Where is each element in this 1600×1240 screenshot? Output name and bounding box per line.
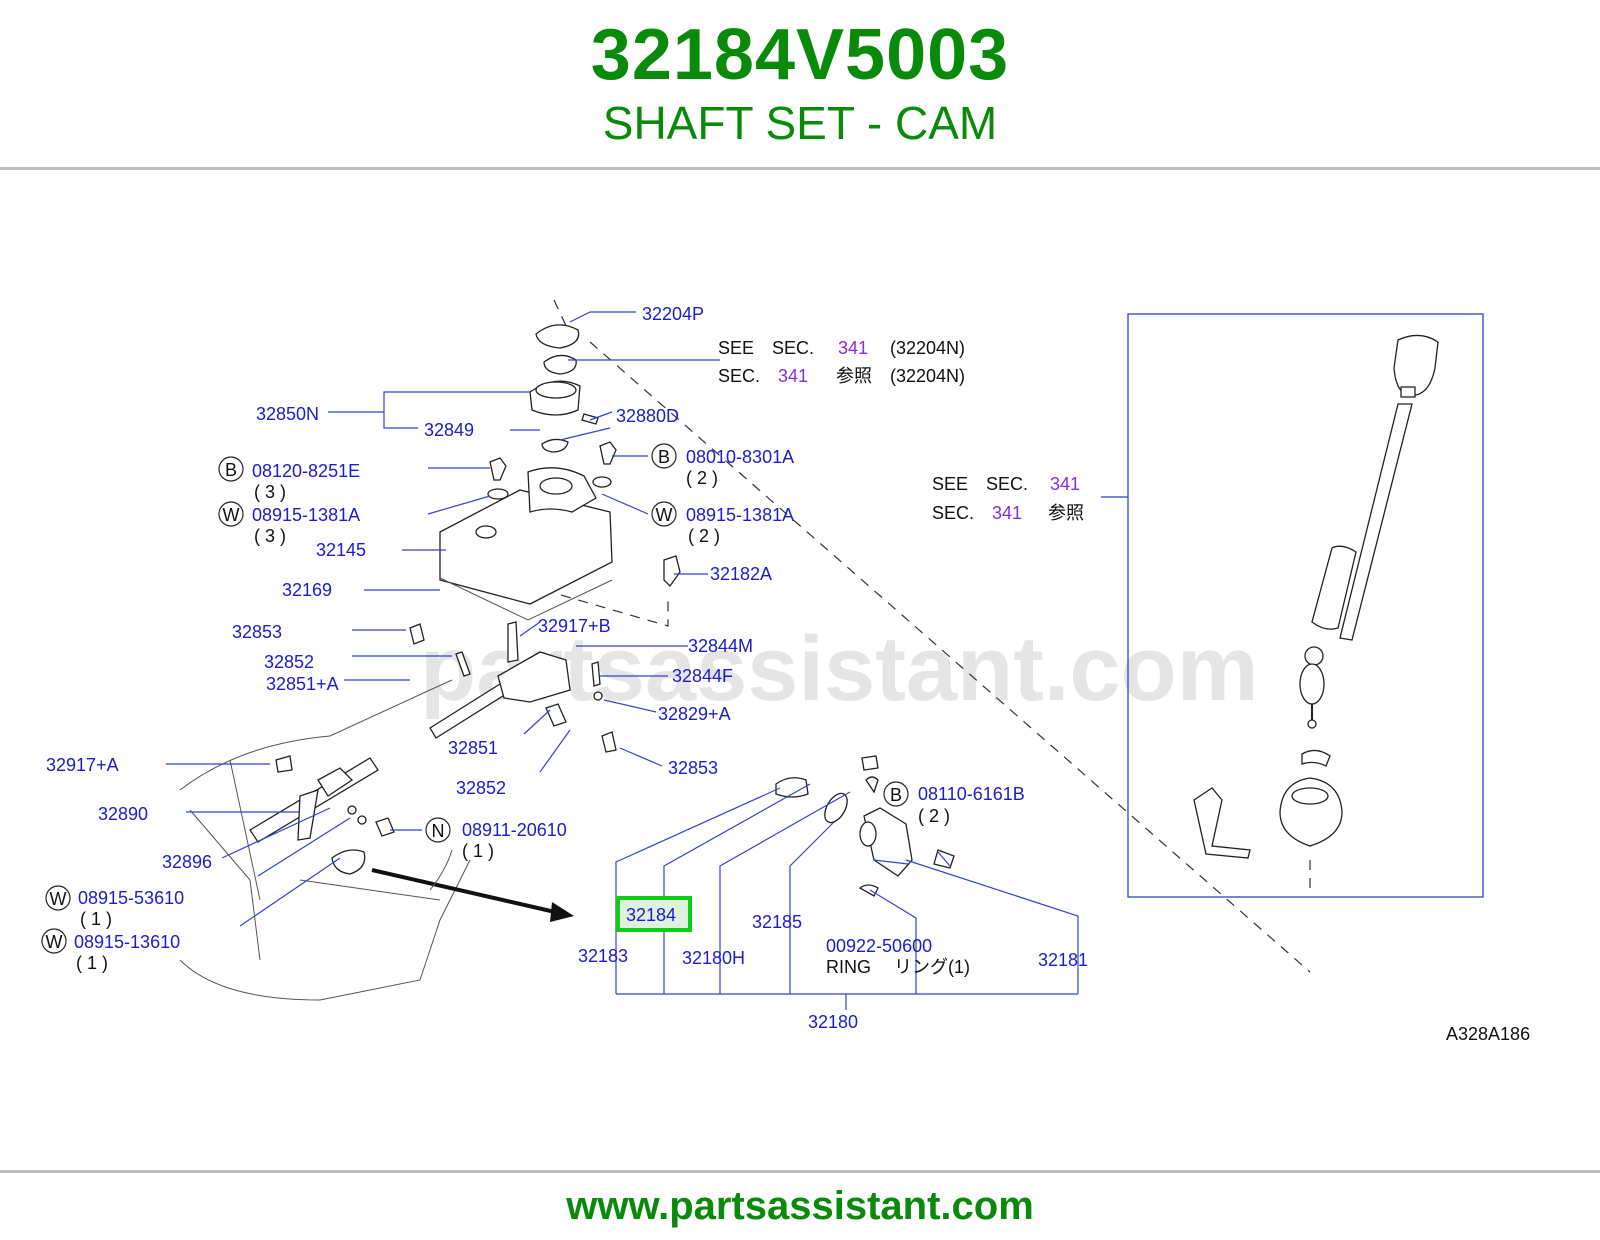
label-32145: 32145 [316, 540, 366, 560]
svg-text:SEC.: SEC. [986, 474, 1028, 494]
label-32853-top: 32853 [232, 622, 282, 642]
label-32917B: 32917+B [538, 616, 611, 636]
part-number-title: 32184V5003 [590, 15, 1010, 95]
qty-2c: ( 2 ) [918, 806, 950, 826]
label-32183: 32183 [578, 946, 628, 966]
label-08915-53610: 08915-53610 [78, 888, 184, 908]
badge-b-letter-3: B [890, 785, 902, 805]
label-ring-en: RING [826, 957, 871, 977]
badge-n-letter: N [432, 821, 445, 841]
label-leader-lines [166, 311, 1079, 1010]
label-32181: 32181 [1038, 950, 1088, 970]
svg-text:参照: 参照 [1048, 503, 1084, 523]
shift-lever-drawing [1193, 334, 1439, 859]
label-32890: 32890 [98, 804, 148, 824]
label-32829A: 32829+A [658, 704, 731, 724]
cam-shaft-set-parts [775, 755, 955, 897]
badge-w-circle-3 [45, 885, 71, 911]
badge-w-letter-4: W [46, 932, 63, 952]
label-32849: 32849 [424, 420, 474, 440]
label-32185: 32185 [752, 912, 802, 932]
pointer-arrow [371, 868, 556, 914]
qty-3b: ( 3 ) [254, 526, 286, 546]
label-08110-6161B: 08110-6161B [918, 784, 1025, 804]
badge-w-letter-3: W [50, 889, 67, 909]
shift-rail-linkage [249, 621, 617, 875]
label-32204P: 32204P [642, 304, 704, 324]
badge-b-circle-2 [651, 443, 677, 469]
arrow-leader [429, 849, 453, 891]
label-08010-8301A: 08010-8301A [686, 447, 794, 467]
footer-url[interactable]: www.partsassistant.com [566, 1184, 1034, 1228]
part-name-subtitle: SHAFT SET - CAM [602, 97, 998, 149]
see-section-right: SEE SEC. 341 SEC. 341 参照 [932, 474, 1084, 523]
svg-text:SEC.: SEC. [718, 366, 760, 386]
label-ring-qty: (1) [948, 957, 970, 977]
badge-w-circle-1 [218, 501, 244, 527]
badge-b-circle-1 [218, 456, 244, 482]
diagram-code: A328A186 [1446, 1024, 1530, 1044]
svg-text:参照: 参照 [836, 366, 872, 386]
badge-b-circle-3 [883, 781, 909, 807]
label-32880D: 32880D [616, 406, 679, 426]
badge-n-circle [425, 817, 451, 843]
label-32184-highlighted: 32184 [626, 905, 676, 925]
label-32850N: 32850N [256, 404, 319, 424]
badge-w-circle-2 [651, 501, 677, 527]
label-32851: 32851 [448, 738, 498, 758]
label-32180: 32180 [808, 1012, 858, 1032]
svg-text:341: 341 [838, 338, 868, 358]
label-08915-1381A-left: 08915-1381A [252, 505, 360, 525]
control-housing [439, 467, 681, 621]
label-32896: 32896 [162, 852, 212, 872]
label-08911-20610: 08911-20610 [462, 820, 567, 840]
qty-1b: ( 1 ) [80, 909, 112, 929]
label-ring-jp: リング [894, 957, 948, 977]
header-divider [0, 167, 1600, 170]
highlight-box-32184 [616, 896, 692, 932]
part-labels: 32204P 32850N 32849 32880D 08120-8251E (… [46, 304, 1530, 1044]
qty-2b: ( 2 ) [688, 526, 720, 546]
svg-text:SEE: SEE [932, 474, 968, 494]
transmission-outline [179, 679, 471, 1001]
svg-text:SEC.: SEC. [932, 503, 974, 523]
badge-w-circle-4 [41, 928, 67, 954]
label-32852-bottom: 32852 [456, 778, 506, 798]
svg-text:341: 341 [778, 366, 808, 386]
badge-b-letter-2: B [658, 447, 670, 467]
pointer-arrowhead [550, 902, 574, 922]
svg-text:(32204N): (32204N) [890, 366, 965, 386]
badge-b-letter-1: B [225, 460, 237, 480]
label-32182A: 32182A [710, 564, 772, 584]
label-08915-13610: 08915-13610 [74, 932, 180, 952]
label-32180H: 32180H [682, 948, 745, 968]
qty-1a: ( 1 ) [462, 841, 494, 861]
label-32844F: 32844F [672, 666, 733, 686]
svg-text:341: 341 [992, 503, 1022, 523]
see-section-top: SEE SEC. 341 (32204N) SEC. 341 参照 (32204… [718, 338, 965, 386]
badge-w-letter-2: W [656, 505, 673, 525]
svg-text:SEC.: SEC. [772, 338, 814, 358]
svg-text:(32204N): (32204N) [890, 338, 965, 358]
qty-3a: ( 3 ) [254, 482, 286, 502]
label-32853-bottom: 32853 [668, 758, 718, 778]
shift-lever-inset-box [1127, 313, 1484, 898]
label-00922-50600: 00922-50600 [826, 936, 932, 956]
badge-circles: B W B W N W W B [41, 443, 909, 954]
cap-seal-stack [487, 324, 617, 500]
label-32917A: 32917+A [46, 755, 119, 775]
label-32852-top: 32852 [264, 652, 314, 672]
footer-divider [0, 1170, 1600, 1173]
label-32169: 32169 [282, 580, 332, 600]
qty-1c: ( 1 ) [76, 953, 108, 973]
label-08915-1381A-right: 08915-1381A [686, 505, 794, 525]
label-32844M: 32844M [688, 636, 753, 656]
badge-w-letter-1: W [223, 505, 240, 525]
svg-text:SEE: SEE [718, 338, 754, 358]
label-08120-8251E: 08120-8251E [252, 461, 360, 481]
label-32851A: 32851+A [266, 674, 339, 694]
svg-text:341: 341 [1050, 474, 1080, 494]
qty-2a: ( 2 ) [686, 468, 718, 488]
